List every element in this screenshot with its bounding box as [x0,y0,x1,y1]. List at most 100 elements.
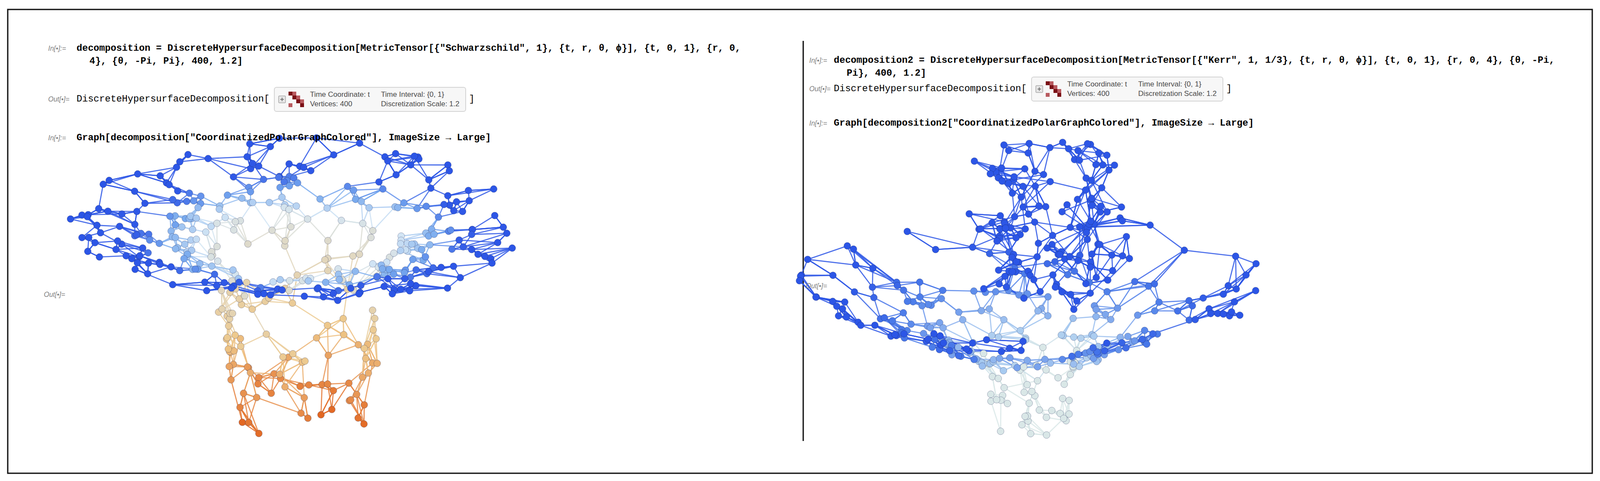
graph-edge [347,181,379,187]
graph-vertex [247,188,255,196]
graph-vertex [227,376,235,384]
graph-vertex [239,389,247,397]
graph-vertex [418,245,426,253]
graph-vertex [301,357,309,365]
graph-vertex [281,383,289,391]
graph-vertex [304,414,312,422]
graph-edge [361,188,383,202]
graph-edge [266,334,293,354]
graph-vertex [455,236,463,244]
graph-figure [795,138,1260,439]
graph-edge [103,184,135,191]
graph-edge [935,247,973,250]
graph-vertex [500,223,507,231]
graph-edge [1150,224,1185,250]
graph-edge [396,156,415,175]
graph-vertex [267,143,274,151]
graph-vertex [288,299,296,307]
graph-edge [907,231,936,250]
graph-vertex [183,197,191,205]
graph-vertex [136,251,144,259]
graph-edge [297,259,326,275]
graph-vertex [397,285,405,293]
graph-vertex [397,240,405,248]
graph-vertex [260,290,268,298]
graph-edge [342,263,373,280]
graph-vertex [390,270,398,278]
graph-edge [322,355,329,385]
graph-edge [469,188,494,201]
graph-vertex [236,403,244,411]
graph-vertex [406,287,414,295]
graph-vertex [141,199,149,207]
divider-line [802,40,805,441]
graph-vertex [213,242,221,250]
graph-edge [491,248,513,264]
graph-edge [256,397,301,414]
graph-edge [935,247,973,250]
graph-edge [1020,315,1048,331]
graph-vertex [229,266,237,274]
graph-vertex [174,187,182,195]
graph-vertex [412,266,420,274]
graph-vertex [197,192,205,200]
graph-vertex [321,256,329,264]
graph-vertex [488,259,496,267]
graph-edge [172,282,206,285]
graph-edge [288,337,317,357]
graph-edge [919,282,943,291]
graph-vertex [325,351,332,359]
graph-edge [355,188,384,200]
graph-vertex [134,170,142,178]
graph-vertex [171,221,179,229]
graph-vertex [184,150,192,158]
graph-vertex [357,281,365,289]
graph-edge [327,355,329,384]
graph-vertex [202,228,210,236]
graph-vertex [171,245,179,252]
graph-vertex [324,236,332,244]
graph-vertex [207,253,215,261]
graph-vertex [269,278,277,286]
graph-vertex [144,270,151,277]
graph-vertex [360,344,368,352]
graph-vertex [440,200,448,208]
graph-edge [429,244,464,247]
graph-vertex [324,267,332,274]
graph-edge [316,334,344,338]
graph-edge [430,170,450,188]
graph-vertex [360,401,368,409]
graph-vertex [384,275,392,283]
graph-vertex [214,257,222,265]
graph-edge [355,188,384,200]
graph-vertex [193,235,200,243]
graph-vertex [246,368,254,376]
graph-vertex [355,290,363,298]
graph-vertex [329,289,337,297]
graph-edge [807,245,848,260]
graph-vertex [67,215,74,223]
graph-vertex [201,278,209,286]
graph-vertex [116,222,123,230]
graph-vertex [317,411,325,418]
graph-vertex [322,278,329,286]
graph-edge [373,329,378,364]
graph-edge [117,240,143,248]
graph-edge [359,143,385,157]
graph-vertex [369,227,377,234]
graph-vertex [427,184,435,192]
graph-vertex [354,414,362,422]
graph-edge [410,164,448,166]
graph-vertex [328,405,336,413]
graph-vertex [464,187,472,194]
graph-vertex [243,279,251,286]
graph-edge [144,199,173,204]
graph-vertex [189,225,197,233]
graph-vertex [176,267,184,274]
graph-vertex [435,213,443,221]
graph-edge [1047,263,1075,272]
graph-vertex [447,226,455,234]
graph-vertex [390,249,398,257]
graph-edge [429,239,460,245]
graph-edge [199,263,234,270]
